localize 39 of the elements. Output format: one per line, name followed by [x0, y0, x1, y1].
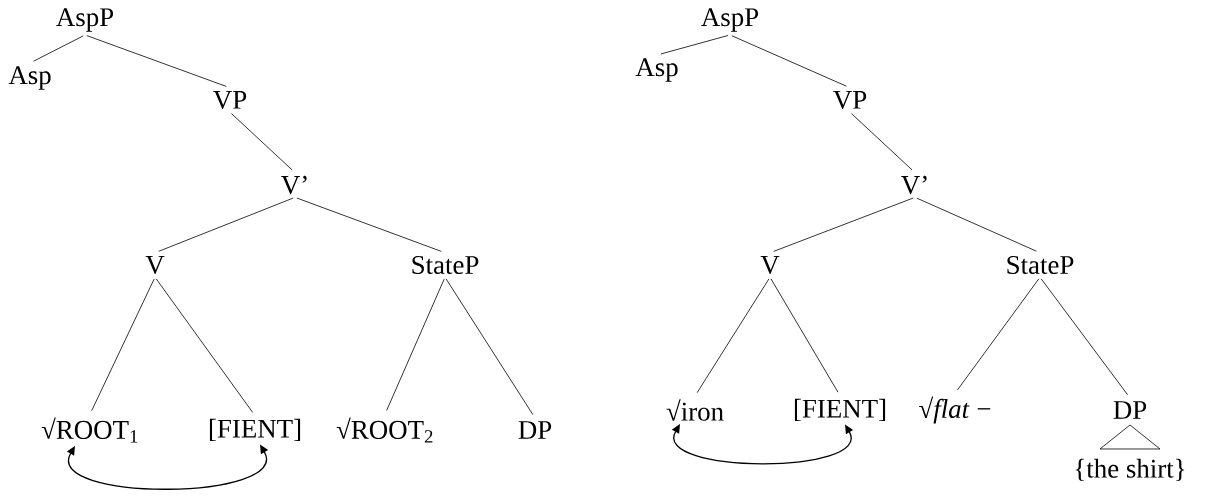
tree-label: AspP [701, 8, 759, 32]
tree-label: V’ [281, 175, 307, 195]
tree-branch [770, 278, 839, 393]
tree-branch [231, 113, 293, 171]
tree-label: [FIENT] [794, 398, 886, 422]
tree-label: {the shirt} [1075, 458, 1185, 482]
tree-label: VP [213, 90, 247, 109]
tree-branch [155, 278, 254, 413]
tree-branch [696, 278, 770, 394]
tree-branch [91, 278, 155, 411]
tree-branch [731, 35, 847, 87]
tree-branch [296, 197, 442, 252]
tree-label: √flat − [919, 396, 991, 424]
tree-branch [851, 113, 913, 171]
tree-label: Asp [8, 66, 51, 90]
tree-label: √ROOT$_{1}$ [41, 417, 138, 443]
tree-label: Asp [635, 58, 678, 82]
tree-branch [158, 197, 294, 252]
tree-label: StateP [412, 255, 479, 275]
tree-label: V [145, 255, 165, 274]
tree-label: AspP [56, 8, 114, 32]
tree-label: DP [1113, 401, 1147, 419]
tree-branch [445, 278, 534, 415]
tree-branch [386, 278, 445, 411]
tree-label: StateP [1007, 255, 1074, 275]
tree-branch [86, 35, 227, 87]
tree-label: √iron [666, 399, 724, 421]
tree-label: VP [833, 90, 867, 109]
tree-branch [33, 35, 84, 62]
tree-branch [916, 197, 1037, 252]
tree-branch [956, 278, 1040, 391]
tree-branch [1040, 278, 1128, 396]
tree-label: DP [518, 421, 552, 439]
tree-label: V [760, 255, 780, 274]
tree-label: V’ [901, 175, 927, 195]
tree-label: [FIENT] [209, 418, 301, 442]
tree-branch [773, 197, 914, 252]
tree-branch [660, 35, 729, 55]
tree-label: √ROOT$_{2}$ [336, 417, 433, 443]
